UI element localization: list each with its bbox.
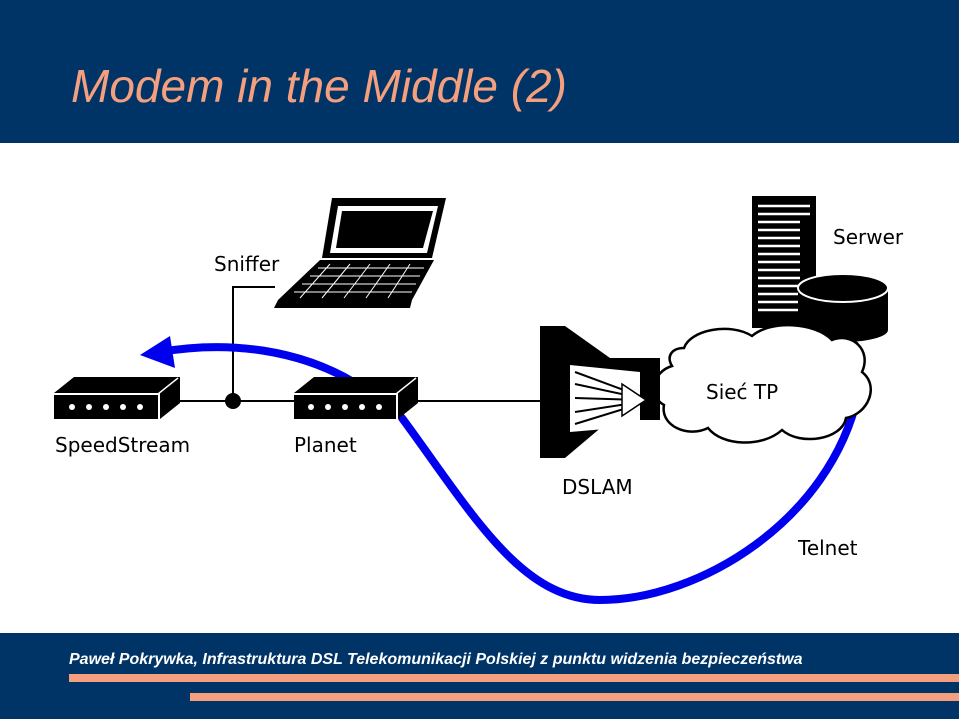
planet-label: Planet xyxy=(294,433,357,457)
speedstream-label: SpeedStream xyxy=(55,433,190,457)
server-label: Serwer xyxy=(833,225,904,249)
dslam-icon xyxy=(540,326,660,458)
database-disk-icon xyxy=(797,273,889,342)
footer-accent-line-lower xyxy=(190,693,959,701)
footer-subject: Infrastruktura DSL Telekomunikacji Polsk… xyxy=(202,651,803,668)
network-diagram: Sniffer SpeedStream Planet xyxy=(54,196,904,605)
telnet-arrowhead xyxy=(140,336,175,368)
telnet-return-arrow xyxy=(156,343,359,387)
network-label: Sieć TP xyxy=(706,380,778,404)
footer-accent-line-upper xyxy=(69,674,959,682)
speedstream-modem-icon xyxy=(54,377,180,419)
slide-title: Modem in the Middle (2) xyxy=(71,60,567,112)
title-bar xyxy=(0,0,959,143)
footer-text: Paweł Pokrywka, Infrastruktura DSL Telek… xyxy=(69,650,803,670)
sniffer-laptop-icon xyxy=(274,198,446,308)
telnet-label: Telnet xyxy=(797,536,858,560)
tap-junction xyxy=(225,393,241,409)
planet-modem-icon xyxy=(294,377,418,419)
footer-author: Paweł Pokrywka, xyxy=(69,651,203,668)
cable-sniffer-tap xyxy=(232,286,275,401)
dslam-label: DSLAM xyxy=(562,475,633,499)
telnet-path xyxy=(398,341,863,605)
sniffer-label: Sniffer xyxy=(214,252,280,276)
